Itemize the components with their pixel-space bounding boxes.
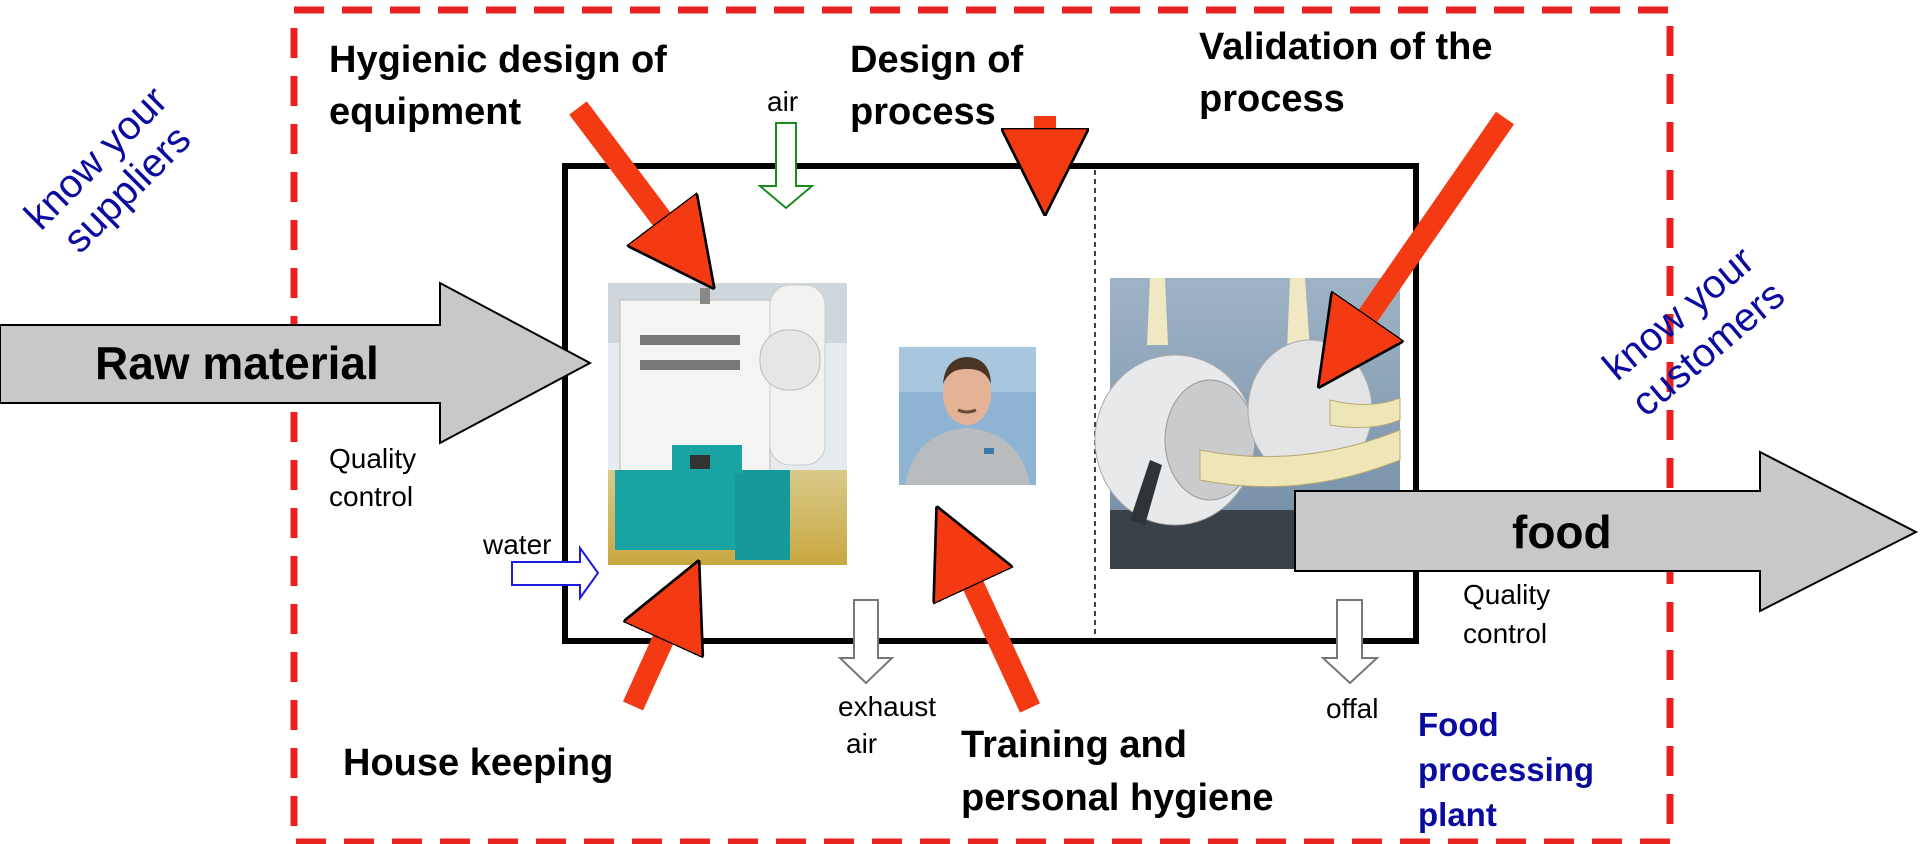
machine-photo	[608, 283, 847, 565]
raw-material-label: Raw material	[95, 337, 379, 389]
quality-control-in-line1: Quality	[329, 443, 416, 474]
food-arrow	[1294, 450, 1919, 613]
water-in-arrow[interactable]	[511, 544, 600, 602]
plant-label-line2: processing	[1418, 751, 1594, 788]
air-in-arrow[interactable]	[757, 122, 815, 210]
quality-control-out-line2: control	[1463, 618, 1547, 649]
training-line2: personal hygiene	[961, 777, 1274, 819]
quality-control-in-line2: control	[329, 481, 413, 512]
exhaust-air-line2: air	[846, 728, 877, 759]
hygienic-design-line2: equipment	[329, 91, 521, 133]
plant-label-line3: plant	[1418, 796, 1497, 833]
worker-photo	[899, 347, 1036, 485]
exhaust-air-arrow[interactable]	[837, 599, 895, 685]
validation-line1: Validation of the	[1199, 26, 1492, 68]
know-customers-label: know your customers	[1595, 238, 1793, 425]
house-keeping-red-arrow[interactable]	[633, 600, 681, 711]
hygienic-design-line1: Hygienic design of	[329, 39, 667, 81]
know-suppliers-label: know your suppliers	[16, 78, 199, 261]
house-keeping-label: House keeping	[343, 742, 613, 784]
validation-red-arrow[interactable]	[1343, 111, 1515, 352]
plant-boundary	[290, 6, 1674, 844]
offal-label: offal	[1326, 693, 1378, 724]
water-label: water	[482, 529, 551, 560]
food-label: food	[1512, 506, 1612, 558]
exhaust-air-line1: exhaust	[838, 691, 936, 722]
validation-line2: process	[1199, 78, 1345, 120]
plant-label-line1: Food	[1418, 706, 1499, 743]
raw-material-arrow	[0, 281, 593, 445]
training-red-arrow[interactable]	[955, 546, 1040, 713]
offal-arrow[interactable]	[1320, 599, 1380, 685]
hygienic-design-red-arrow[interactable]	[569, 101, 688, 254]
training-line1: Training and	[961, 724, 1187, 766]
design-process-line1: Design of	[850, 39, 1023, 81]
design-process-line2: process	[850, 91, 996, 133]
quality-control-out-line1: Quality	[1463, 579, 1550, 610]
air-label: air	[767, 86, 798, 117]
